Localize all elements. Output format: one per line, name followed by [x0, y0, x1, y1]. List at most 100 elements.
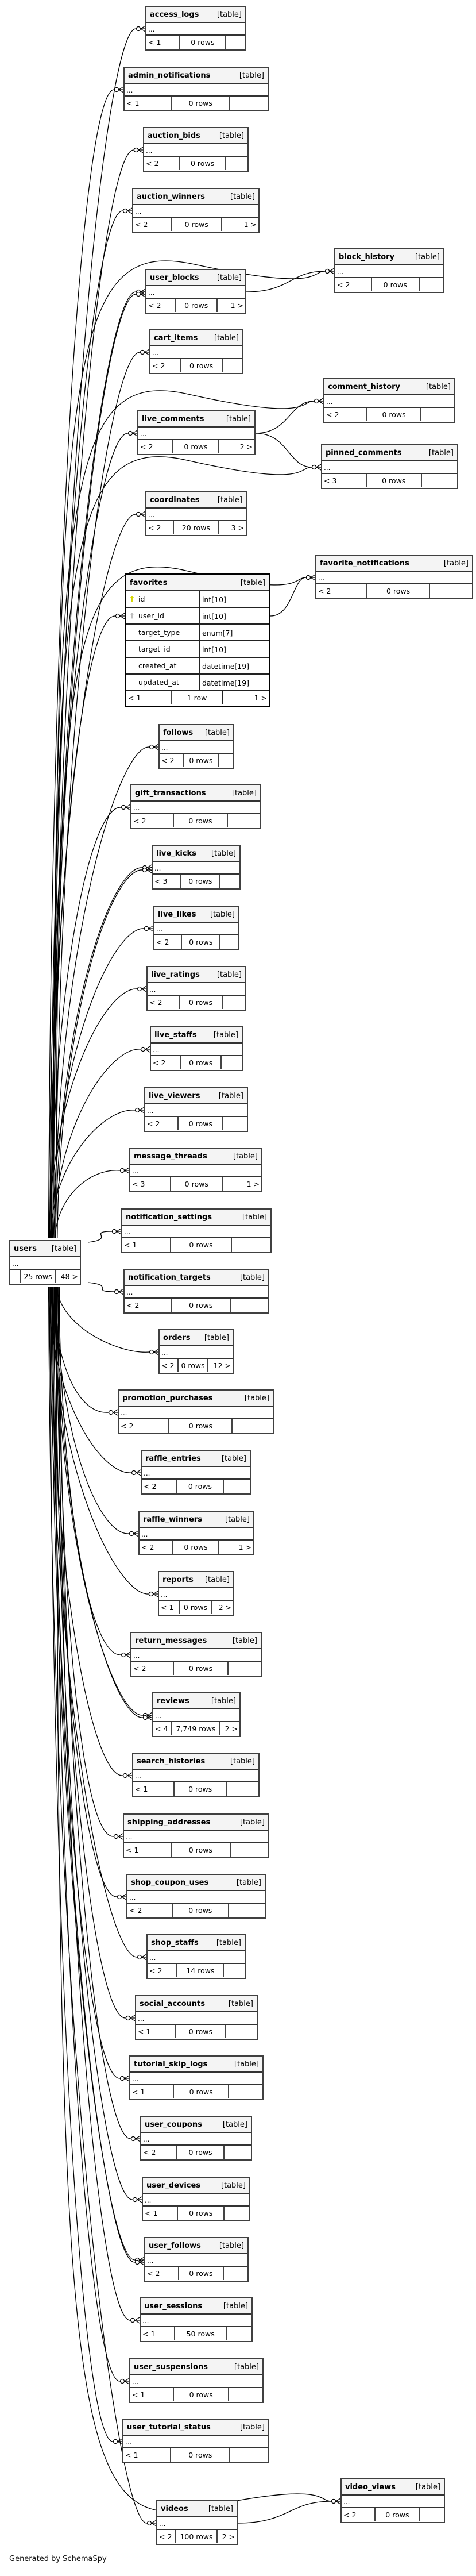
parents-link[interactable]: < 2	[144, 157, 180, 170]
children-link[interactable]	[224, 1964, 245, 1977]
children-link[interactable]	[224, 1480, 250, 1493]
children-link[interactable]: 1 >	[246, 1180, 260, 1188]
parents-link[interactable]: < 3	[322, 474, 367, 487]
children-link[interactable]: 48 >	[60, 1272, 78, 1281]
parents-link[interactable]: < 1	[146, 36, 180, 49]
children-link[interactable]	[220, 875, 239, 888]
parents-link[interactable]: < 2	[150, 359, 181, 372]
children-link[interactable]	[225, 2146, 251, 2159]
parents-link[interactable]: < 2	[127, 1904, 173, 1917]
children-link[interactable]	[226, 36, 245, 49]
children-link[interactable]	[229, 2085, 262, 2098]
children-link[interactable]	[223, 359, 242, 372]
children-link[interactable]	[219, 754, 233, 767]
parents-link[interactable]: < 1	[124, 1843, 172, 1857]
parents-link[interactable]: < 2	[154, 935, 183, 949]
children-link[interactable]	[225, 2207, 249, 2220]
parents-link[interactable]: < 2	[138, 440, 173, 453]
children-link[interactable]: 12 >	[213, 1361, 231, 1370]
parents-link[interactable]: < 1	[122, 1238, 172, 1252]
children-link[interactable]: 2 >	[225, 1724, 238, 1733]
parents-link[interactable]: < 1	[141, 2327, 175, 2340]
parents-link[interactable]: < 4	[153, 1722, 172, 1735]
children-link[interactable]	[229, 2388, 262, 2401]
children-link[interactable]	[226, 2025, 257, 2038]
parents-link[interactable]: < 2	[151, 1056, 181, 1069]
children-link[interactable]: 2 >	[222, 2532, 235, 2541]
parents-link[interactable]: < 2	[119, 1419, 170, 1433]
parents-link[interactable]: < 2	[125, 1299, 172, 1312]
children-link[interactable]: 3 >	[231, 523, 244, 532]
children-link[interactable]: 1 >	[230, 301, 243, 310]
parents-link[interactable]: < 2	[133, 218, 172, 231]
parents-link[interactable]: < 2	[146, 521, 175, 534]
parents-link[interactable]: < 1	[133, 1782, 175, 1796]
parents-link[interactable]: < 2	[316, 584, 368, 598]
parents-link[interactable]: < 2	[131, 814, 174, 827]
children-link[interactable]	[229, 1904, 265, 1917]
children-link[interactable]: 2 >	[218, 1603, 231, 1612]
children-link[interactable]	[421, 408, 454, 421]
children-link[interactable]	[222, 1056, 242, 1069]
parents-link[interactable]: < 2	[342, 2508, 376, 2521]
parents-link[interactable]: < 1	[143, 2207, 179, 2220]
parents-link[interactable]: < 1	[130, 2388, 174, 2401]
children-link[interactable]	[224, 2267, 247, 2280]
children-link[interactable]	[220, 935, 238, 949]
parents-link[interactable]: < 2	[160, 1359, 179, 1372]
children-link[interactable]	[223, 996, 245, 1009]
parents-link[interactable]: < 2	[335, 278, 372, 291]
parents-link[interactable]: < 2	[145, 1117, 179, 1130]
parents-link[interactable]: < 2	[145, 2267, 179, 2280]
parents-link[interactable]: < 2	[324, 408, 367, 421]
parents-link[interactable]: < 2	[160, 754, 184, 767]
children-link[interactable]	[233, 1419, 273, 1433]
parents-link[interactable]: < 2	[131, 1662, 175, 1675]
children-link[interactable]	[420, 2508, 444, 2521]
children-link[interactable]	[422, 474, 457, 487]
parents-link[interactable]: < 1	[125, 97, 172, 110]
children-link[interactable]	[229, 1662, 261, 1675]
parents-link[interactable]: < 1	[159, 1601, 180, 1614]
parents-link[interactable]: < 1	[130, 2085, 174, 2098]
children-link[interactable]	[227, 1782, 258, 1796]
parents-link[interactable]	[10, 1270, 21, 1283]
parents-link[interactable]: < 2	[142, 1480, 178, 1493]
children-link[interactable]: 1 >	[254, 694, 267, 702]
parents-link[interactable]: < 2	[140, 1541, 174, 1554]
